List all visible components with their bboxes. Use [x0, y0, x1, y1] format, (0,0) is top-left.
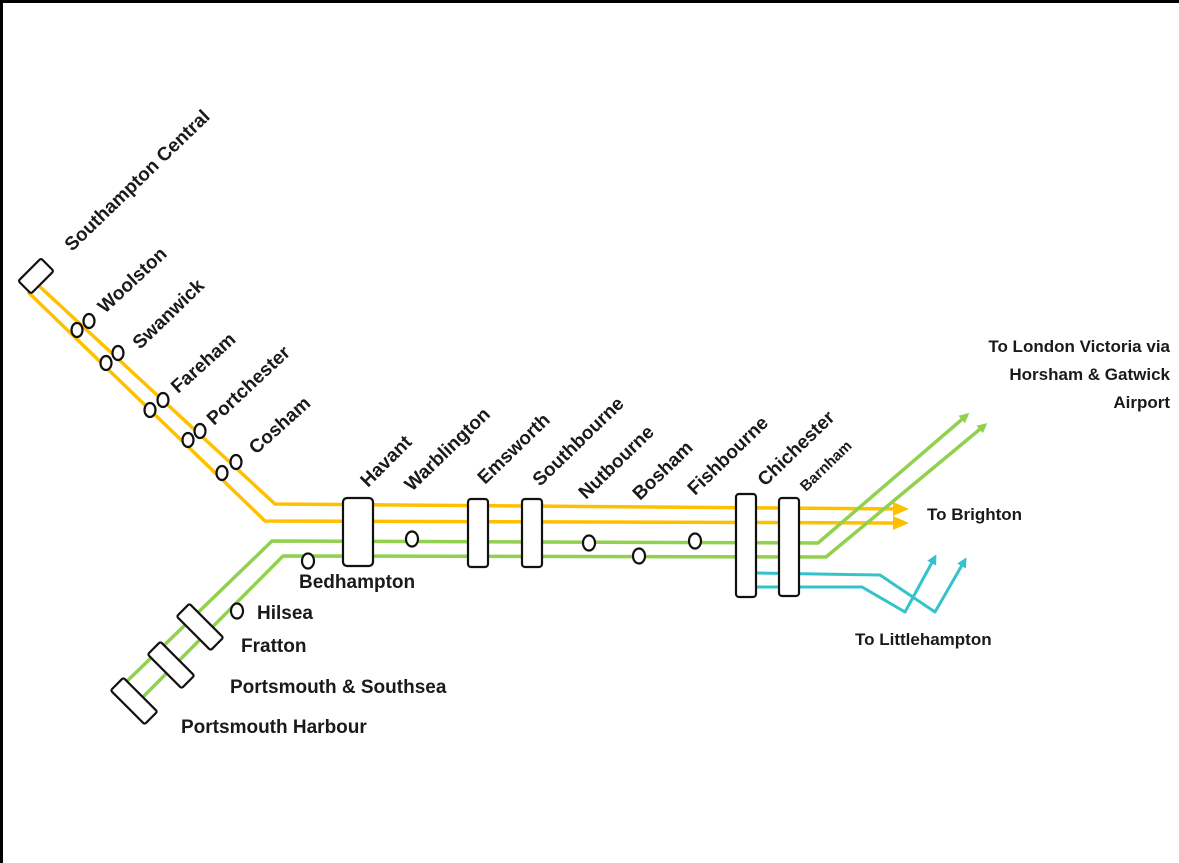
station-marker-warblington[interactable] [404, 530, 420, 548]
label-london-line-2: Horsham & Gatwick [1009, 365, 1170, 384]
cyan-line-lower [755, 554, 937, 614]
station-marker-southampton-central[interactable] [18, 258, 54, 294]
station-marker-fareham-1[interactable] [143, 401, 157, 419]
label-chichester: Chichester [754, 407, 840, 491]
station-marker-emsworth[interactable] [466, 497, 490, 569]
station-marker-cosham-1[interactable] [215, 464, 229, 482]
station-marker-barnham[interactable] [777, 496, 801, 598]
label-portsmouth-harbour: Portsmouth Harbour [181, 717, 367, 738]
label-woolston: Woolston [94, 244, 171, 318]
label-london-line-1: To London Victoria via [988, 337, 1170, 356]
station-marker-southbourne[interactable] [520, 497, 544, 569]
label-london-line-3: Airport [1113, 393, 1170, 412]
major-stations [18, 258, 801, 725]
station-labels-horizontal: Bedhampton Hilsea Fratton Portsmouth & S… [181, 572, 447, 738]
destination-labels: To London Victoria via Horsham & Gatwick… [855, 337, 1171, 649]
station-marker-portsmouth-southsea[interactable] [147, 641, 195, 689]
station-marker-portsmouth-harbour[interactable] [110, 677, 158, 725]
station-marker-fratton[interactable] [176, 603, 224, 651]
station-marker-fishbourne[interactable] [687, 532, 703, 550]
station-labels-rotated: Southampton Central Woolston Swanwick Fa… [61, 106, 856, 504]
cyan-route [754, 554, 967, 614]
station-marker-hilsea[interactable] [229, 602, 245, 620]
cyan-line-upper [754, 557, 967, 614]
label-fareham: Fareham [167, 329, 240, 398]
station-marker-chichester[interactable] [734, 492, 758, 599]
label-fishbourne: Fishbourne [684, 413, 773, 500]
station-marker-woolston-2[interactable] [82, 312, 96, 330]
station-marker-cosham-2[interactable] [229, 453, 243, 471]
label-to-brighton: To Brighton [927, 505, 1022, 524]
station-marker-havant[interactable] [341, 496, 375, 568]
station-marker-portchester-2[interactable] [193, 422, 207, 440]
minor-stations [70, 312, 703, 620]
station-marker-fareham-2[interactable] [156, 391, 170, 409]
station-marker-swanwick-2[interactable] [111, 344, 125, 362]
label-to-littlehampton: To Littlehampton [855, 630, 992, 649]
label-fratton: Fratton [241, 636, 306, 657]
station-marker-woolston-1[interactable] [70, 321, 84, 339]
station-marker-bedhampton[interactable] [300, 552, 316, 570]
station-marker-swanwick-1[interactable] [99, 354, 113, 372]
label-hilsea: Hilsea [257, 603, 313, 624]
station-marker-bosham[interactable] [631, 547, 647, 565]
station-marker-portchester-1[interactable] [181, 431, 195, 449]
station-marker-nutbourne[interactable] [581, 534, 597, 552]
label-cosham: Cosham [245, 393, 315, 459]
label-southampton-central: Southampton Central [61, 106, 215, 255]
label-bedhampton: Bedhampton [299, 572, 415, 593]
label-portsmouth-southsea: Portsmouth & Southsea [230, 677, 447, 698]
